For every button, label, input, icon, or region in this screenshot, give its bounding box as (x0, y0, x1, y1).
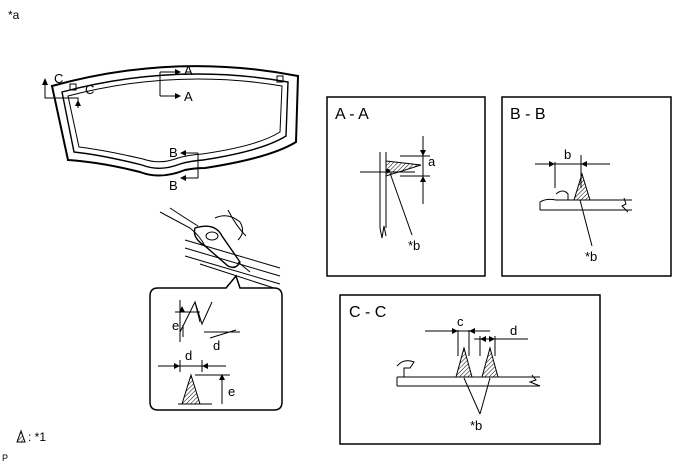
section-aa-title: A - A (335, 106, 369, 123)
label-e-top: e (172, 318, 179, 333)
label-b-top: B (169, 145, 178, 160)
label-a-top: A (184, 63, 193, 78)
label-c-right: C (85, 82, 94, 97)
section-bb-dim-b: b (564, 147, 571, 162)
label-b-bottom: B (169, 178, 178, 193)
section-aa-callout-b: *b (408, 238, 420, 253)
windshield-overview: A A B B C C (42, 63, 300, 193)
hatched-bead-symbol (16, 429, 26, 443)
label-d-bottom: d (185, 348, 192, 363)
adhesive-application-illustration (159, 207, 281, 291)
section-aa-dim-a: a (428, 154, 436, 169)
section-bb-title: B - B (510, 106, 546, 123)
label-c-left: C (54, 71, 63, 86)
footer-code: P (2, 453, 8, 463)
section-aa-panel: A - A a *b (326, 96, 486, 277)
detail-callout: e d d e (149, 274, 283, 411)
legend: : *1 (16, 429, 46, 444)
legend-text: : *1 (28, 430, 46, 444)
section-cc-panel: C - C c d *b (339, 294, 601, 445)
section-bb-callout-b: *b (585, 249, 597, 264)
label-a-bottom: A (184, 89, 193, 104)
section-cc-dim-d: d (510, 323, 517, 338)
section-cc-title: C - C (349, 304, 386, 321)
section-bb-panel: B - B b *b (501, 96, 672, 277)
corner-mark: *a (8, 8, 20, 22)
section-cc-dim-c: c (457, 314, 464, 329)
label-e-bottom: e (228, 384, 235, 399)
section-cc-callout-b: *b (470, 418, 482, 433)
label-d-top: d (213, 338, 220, 353)
